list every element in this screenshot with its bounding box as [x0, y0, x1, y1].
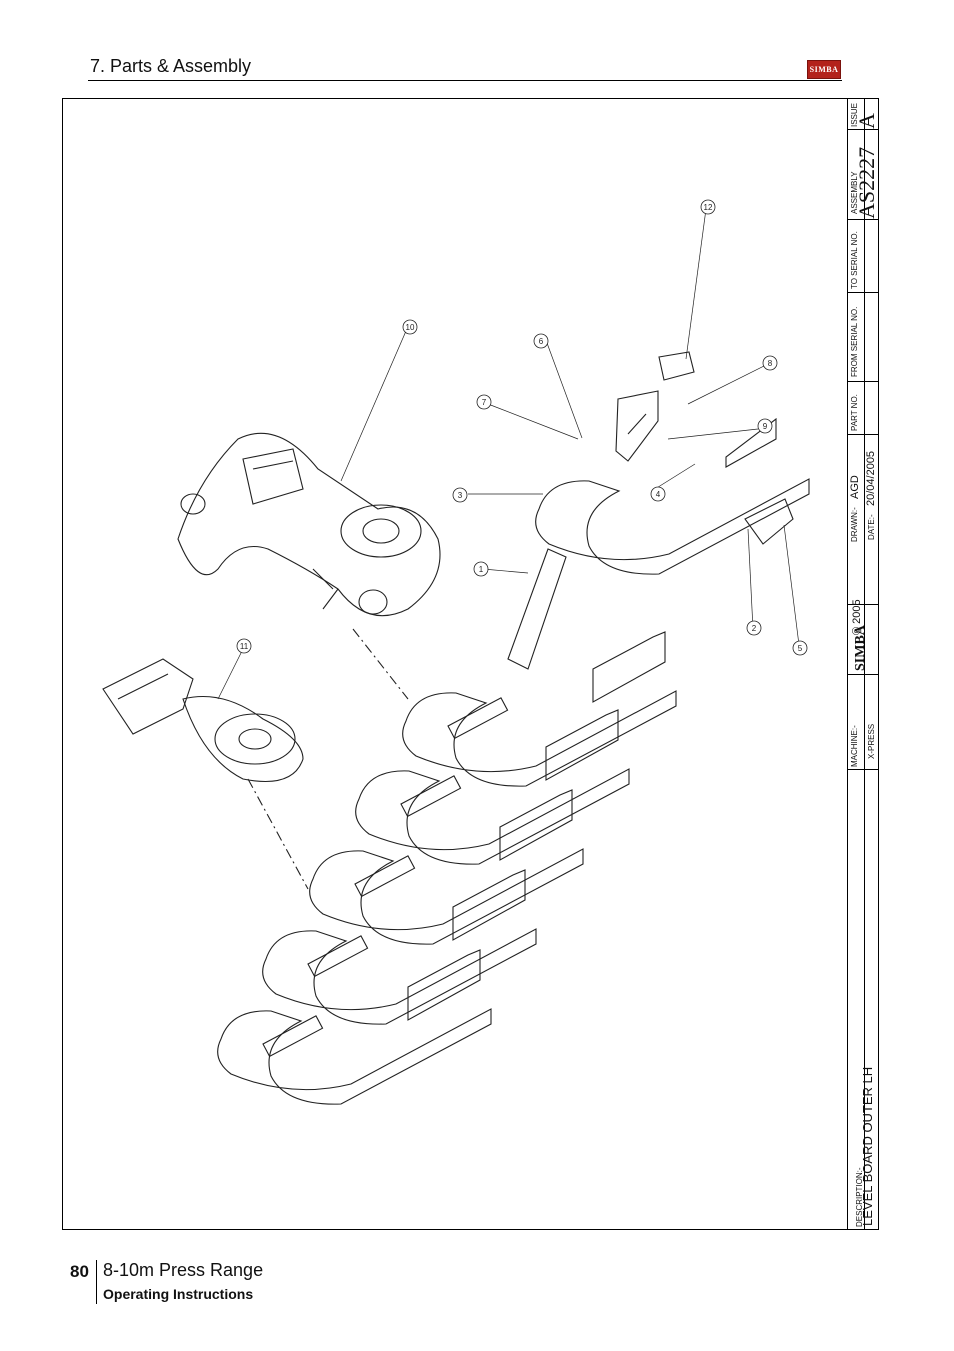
drawn-label: DRAWN:- — [850, 507, 859, 542]
level-board-segment-5 — [402, 631, 677, 787]
callout-2: 2 — [752, 624, 757, 633]
page-number: 80 — [70, 1262, 89, 1281]
machine-value: X-PRESS — [867, 723, 876, 759]
square-tube — [507, 548, 567, 670]
leader-lines — [217, 208, 800, 700]
drawing-sheet: 1 2 3 4 5 6 7 8 9 10 11 12 ISSUE A ASSEM… — [62, 98, 879, 1230]
manual-title: 8-10m Press Range — [103, 1260, 264, 1280]
footer-divider — [96, 1260, 97, 1304]
level-board-segment-3 — [309, 789, 584, 945]
callout-11: 11 — [240, 642, 249, 651]
title-block-divider — [864, 99, 865, 1229]
level-board-segment-2 — [262, 869, 537, 1025]
title-block: ISSUE A ASSEMBLY AS2227 TO SERIAL NO. FR… — [847, 99, 879, 1229]
callout-9: 9 — [763, 422, 768, 431]
exploded-assembly-drawing: 1 2 3 4 5 6 7 8 9 10 11 12 — [102, 199, 810, 1105]
manual-subtitle: Operating Instructions — [103, 1286, 254, 1302]
simba-logo-text: SIMBA — [809, 65, 839, 74]
date-label: DATE:- — [867, 514, 876, 540]
callout-3: 3 — [458, 491, 463, 500]
section-title: 7. Parts & Assembly — [90, 56, 252, 76]
mounting-bracket — [615, 390, 659, 462]
title-block-simba-logo: SIMBA — [853, 625, 868, 671]
from-serial-label: FROM SERIAL NO. — [850, 306, 859, 377]
level-board-segment-1 — [217, 949, 492, 1105]
callout-5: 5 — [798, 644, 803, 653]
callout-1: 1 — [479, 565, 484, 574]
part-no-label: PART NO. — [850, 394, 859, 431]
date-value: 20/04/2005 — [865, 450, 877, 506]
machine-label: MACHINE:- — [850, 725, 859, 767]
drawn-value: AGD — [849, 475, 861, 499]
assembly-value: AS2227 — [854, 146, 879, 219]
issue-value: A — [854, 113, 879, 129]
callout-4: 4 — [656, 490, 661, 499]
callout-12: 12 — [704, 203, 713, 212]
angle-plate — [744, 498, 794, 545]
simba-logo: SIMBA — [807, 60, 841, 79]
description-value: LEVEL BOARD OUTER LH — [860, 1066, 875, 1226]
lower-linkage-assembly — [102, 658, 304, 783]
header-rule — [88, 80, 842, 81]
callout-8: 8 — [768, 359, 773, 368]
upper-linkage-assembly — [177, 432, 441, 617]
level-board-segment-6 — [535, 417, 810, 575]
level-board-segment-4 — [355, 709, 630, 865]
callout-7: 7 — [482, 398, 487, 407]
callout-10: 10 — [406, 323, 415, 332]
end-cap — [658, 351, 695, 381]
callout-6: 6 — [539, 337, 544, 346]
to-serial-label: TO SERIAL NO. — [850, 231, 859, 289]
